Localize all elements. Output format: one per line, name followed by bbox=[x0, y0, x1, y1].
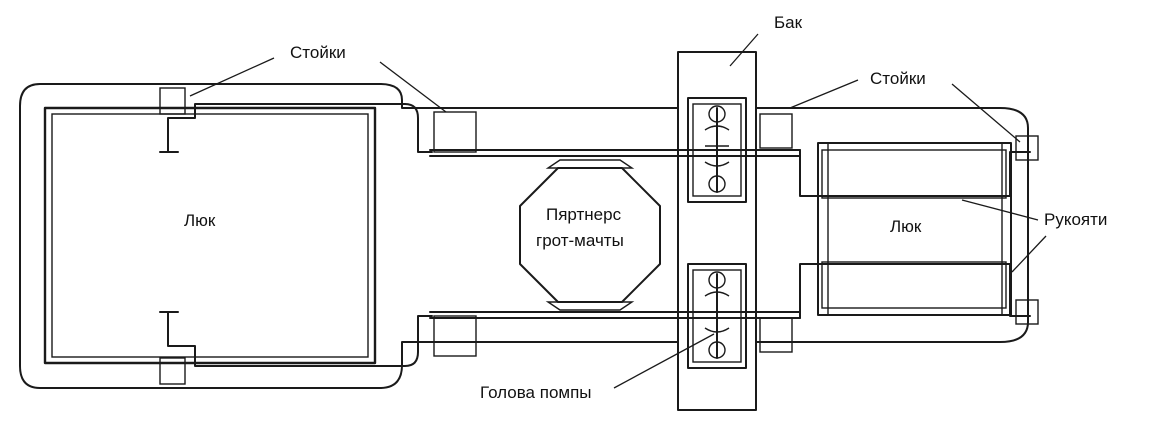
stanchions bbox=[159, 87, 1039, 385]
label-partners-line1: Пяртнерс bbox=[546, 205, 622, 224]
label-partners-line2: грот-мачты bbox=[536, 231, 624, 250]
pump-rods bbox=[429, 149, 801, 319]
label-stanchions-left: Стойки bbox=[290, 43, 346, 62]
label-stanchions-right: Стойки bbox=[870, 69, 926, 88]
mainmast-partners bbox=[519, 159, 661, 311]
label-pump-head: Голова помпы bbox=[480, 383, 592, 402]
left-hatch bbox=[43, 106, 377, 365]
leader-lines bbox=[189, 33, 1047, 389]
label-tank: Бак bbox=[774, 13, 803, 32]
label-hatch-left: Люк bbox=[184, 211, 216, 230]
right-hatch bbox=[817, 142, 1012, 316]
label-handles: Рукояти bbox=[1044, 210, 1107, 229]
label-hatch-right: Люк bbox=[890, 217, 922, 236]
handles-left bbox=[159, 103, 433, 367]
deck-outline bbox=[19, 83, 1029, 389]
